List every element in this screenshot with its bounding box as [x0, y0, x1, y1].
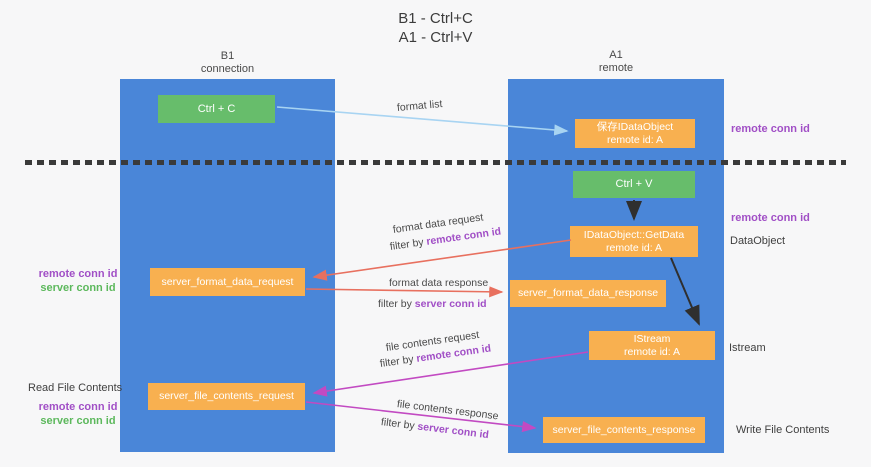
filter-by-text: filter by — [378, 298, 415, 310]
node-server-file-contents-request-label: server_file_contents_request — [159, 390, 294, 402]
filter-by-text: filter by — [389, 235, 428, 253]
lifeline-header-a1: A1 remote — [508, 49, 724, 75]
node-istream-line2: remote id: A — [623, 345, 681, 358]
label-remote-conn-id-left-1: remote conn id — [38, 268, 118, 280]
node-ctrl-c: Ctrl + C — [158, 95, 275, 123]
edge-label-format-list: format list — [396, 98, 443, 114]
node-save-idataobject-line1: 保存IDataObject — [596, 120, 674, 133]
label-istream: Istream — [729, 342, 766, 354]
label-conn-ids-left-1: remote conn id server conn id — [28, 267, 128, 295]
node-ctrl-c-label: Ctrl + C — [197, 102, 236, 115]
copy-paste-boundary-dashed-line — [25, 160, 846, 165]
node-server-format-data-request: server_format_data_request — [150, 268, 305, 296]
label-write-file-contents: Write File Contents — [736, 424, 830, 436]
node-idataobject-getdata: IDataObject::GetData remote id: A — [570, 226, 698, 257]
diagram-title: B1 - Ctrl+C A1 - Ctrl+V — [0, 9, 871, 47]
node-istream: IStream remote id: A — [589, 331, 715, 360]
label-remote-conn-id-right-mid: remote conn id — [731, 212, 810, 224]
node-idataobject-getdata-line2: remote id: A — [605, 241, 663, 254]
node-server-format-data-response-label: server_format_data_response — [517, 287, 659, 299]
title-line-2: A1 - Ctrl+V — [398, 29, 473, 46]
label-dataobject: DataObject — [730, 235, 786, 247]
server-conn-id-text: server conn id — [414, 298, 487, 310]
arrow-format-data-response — [305, 286, 504, 298]
node-istream-line1: IStream — [633, 332, 671, 345]
node-server-file-contents-response: server_file_contents_response — [543, 417, 705, 443]
edge-label-filter-server-conn-1: filter by server conn id — [378, 298, 487, 310]
label-server-conn-id-left-1: server conn id — [40, 282, 116, 294]
node-save-idataobject: 保存IDataObject remote id: A — [575, 119, 695, 148]
node-server-format-data-response: server_format_data_response — [510, 280, 666, 307]
node-server-format-data-request-label: server_format_data_request — [161, 275, 294, 288]
server-conn-id-text: server conn id — [416, 420, 490, 442]
lifeline-b1-role: connection — [200, 63, 255, 75]
edge-label-format-data-response: format data response — [389, 277, 489, 289]
lifeline-header-b1: B1 connection — [120, 50, 335, 76]
node-ctrl-v: Ctrl + V — [573, 171, 695, 198]
node-idataobject-getdata-line1: IDataObject::GetData — [583, 228, 685, 241]
node-save-idataobject-line2: remote id: A — [606, 133, 664, 146]
lifeline-a1-role: remote — [598, 62, 634, 74]
label-conn-ids-left-2: remote conn id server conn id — [28, 400, 128, 428]
lifeline-a1-name: A1 — [609, 49, 623, 61]
label-remote-conn-id-left-2: remote conn id — [38, 401, 118, 413]
node-server-file-contents-response-label: server_file_contents_response — [552, 423, 696, 436]
edge-label-filter-server-conn-2: filter by server conn id — [380, 416, 489, 441]
filter-by-text: filter by — [380, 416, 419, 433]
label-read-file-contents: Read File Contents — [28, 382, 123, 394]
label-server-conn-id-left-2: server conn id — [40, 415, 116, 427]
label-remote-conn-id-right-top: remote conn id — [731, 123, 810, 135]
title-line-1: B1 - Ctrl+C — [398, 10, 473, 27]
node-server-file-contents-request: server_file_contents_request — [148, 383, 305, 410]
node-ctrl-v-label: Ctrl + V — [615, 178, 653, 190]
lifeline-b1-name: B1 — [220, 50, 235, 62]
filter-by-text: filter by — [379, 352, 418, 370]
